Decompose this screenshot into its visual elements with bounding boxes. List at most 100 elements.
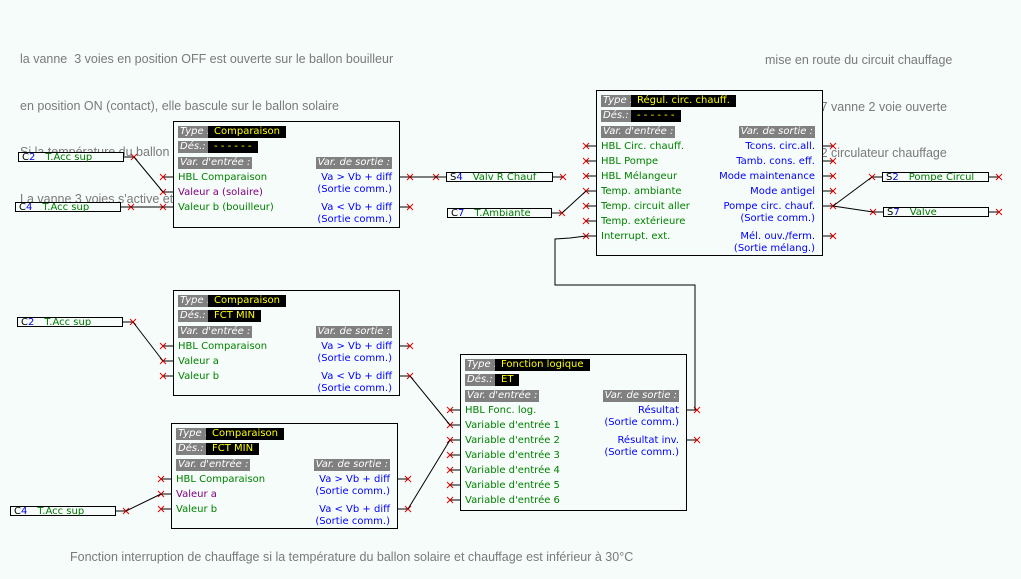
output-var-sublabel: (Sortie comm.) (317, 214, 392, 225)
type-value: Comparaison (208, 126, 287, 138)
io-name: T.Acc sup (44, 317, 92, 328)
input-var-label: Temp. extérieure (601, 216, 686, 227)
connector-x-icon[interactable] (829, 172, 837, 180)
io-number: 2 (28, 152, 36, 163)
connector-x-icon[interactable] (693, 436, 701, 444)
io-prefix: C (22, 152, 29, 163)
input-var-label: Valeur b (bouilleur) (178, 202, 274, 213)
input-var-label: HBL Pompe (601, 156, 659, 167)
connector-x-icon[interactable] (159, 342, 167, 350)
input-var-label: Variable d'entrée 4 (465, 465, 560, 476)
connector-x-icon[interactable] (829, 142, 837, 150)
connector-x-icon[interactable] (157, 475, 165, 483)
output-var-sublabel: (Sortie comm.) (604, 417, 679, 428)
input-var-label: HBL Comparaison (178, 341, 268, 352)
designation-label: Dés.: (601, 110, 631, 122)
io-prefix: C (451, 208, 458, 219)
output-var-sublabel: (Sortie comm.) (315, 486, 390, 497)
output-var-label: Va > Vb + diff (321, 341, 392, 352)
output-var-label: Va < Vb + diff (319, 504, 390, 515)
output-var-sublabel: (Sortie comm.) (740, 213, 815, 224)
output-var-label: Va < Vb + diff (321, 202, 392, 213)
io-number: 2 (27, 317, 35, 328)
connector-x-icon[interactable] (159, 173, 167, 181)
input-var-label: HBL Comparaison (178, 172, 268, 183)
io-name: T.Acc sup (42, 202, 90, 213)
output-var-label: Résultat (638, 405, 679, 416)
io-box-c2-b[interactable]: C2 T.Acc sup (17, 317, 123, 328)
note-line: la vanne 3 voies en position OFF est ouv… (20, 52, 394, 66)
connector-x-icon[interactable] (829, 232, 837, 240)
connector-x-icon[interactable] (582, 172, 590, 180)
type-value: Comparaison (206, 428, 285, 440)
connector-x-icon[interactable] (446, 451, 454, 459)
connector-x-icon[interactable] (582, 157, 590, 165)
output-vars-header: Var. de sortie : (738, 126, 815, 138)
type-label: Type : (176, 428, 211, 440)
type-value: Comparaison (208, 295, 287, 307)
output-var-label: Va > Vb + diff (321, 172, 392, 183)
connector-x-icon[interactable] (995, 208, 1003, 216)
output-var-label: Va < Vb + diff (321, 371, 392, 382)
type-label: Type : (178, 295, 213, 307)
wire (832, 176, 873, 207)
connector-x-icon[interactable] (582, 202, 590, 210)
connector-x-icon[interactable] (995, 173, 1003, 181)
function-block-regul-circ-chauff[interactable]: Type :Régul. circ. chauff.Dés.:- - - - -… (596, 90, 823, 256)
wire (554, 235, 696, 410)
connector-x-icon[interactable] (446, 466, 454, 474)
connector-x-icon[interactable] (446, 496, 454, 504)
input-vars-header: Var. d'entrée : (178, 326, 253, 338)
input-var-label: HBL Circ. chauff. (601, 141, 685, 152)
connector-x-icon[interactable] (829, 187, 837, 195)
input-var-label: Variable d'entrée 5 (465, 480, 560, 491)
connector-x-icon[interactable] (404, 475, 412, 483)
input-var-label: Valeur a (176, 489, 217, 500)
output-vars-header: Var. de sortie : (313, 459, 390, 471)
output-var-sublabel: (Sortie comm.) (317, 383, 392, 394)
connector-x-icon[interactable] (446, 406, 454, 414)
note-line: mise en route du circuit chauffage (765, 53, 953, 67)
output-var-label: Pompe circ. chauf. (723, 201, 815, 212)
type-value: Régul. circ. chauff. (631, 95, 736, 107)
wire (133, 156, 164, 193)
designation-value: ET (495, 374, 520, 386)
io-prefix: C (21, 317, 28, 328)
designation-value: - - - - - - (631, 110, 681, 122)
connector-x-icon[interactable] (446, 481, 454, 489)
input-var-label: HBL Fonc. log. (465, 405, 537, 416)
input-var-label: Variable d'entrée 6 (465, 495, 560, 506)
type-label: Type : (601, 95, 636, 107)
designation-label: Dés.: (178, 310, 208, 322)
connector-x-icon[interactable] (582, 142, 590, 150)
wire (132, 321, 164, 362)
io-number: 4 (20, 506, 28, 517)
connector-x-icon[interactable] (582, 217, 590, 225)
output-var-label: Mode antigel (750, 186, 815, 197)
connector-x-icon[interactable] (406, 203, 414, 211)
connector-x-icon[interactable] (559, 173, 567, 181)
input-var-label: Variable d'entrée 1 (465, 420, 560, 431)
connector-x-icon[interactable] (157, 505, 165, 513)
connector-x-icon[interactable] (406, 342, 414, 350)
input-var-label: Valeur a (solaire) (178, 187, 263, 198)
wire (125, 493, 162, 512)
connector-x-icon[interactable] (829, 157, 837, 165)
output-var-sublabel: (Sortie comm.) (604, 447, 679, 458)
output-var-sublabel: (Sortie comm.) (315, 516, 390, 527)
input-vars-header: Var. d'entrée : (178, 157, 253, 169)
type-value: Fonction logique (495, 359, 590, 371)
io-number: 2 (892, 172, 899, 183)
connector-x-icon[interactable] (159, 372, 167, 380)
